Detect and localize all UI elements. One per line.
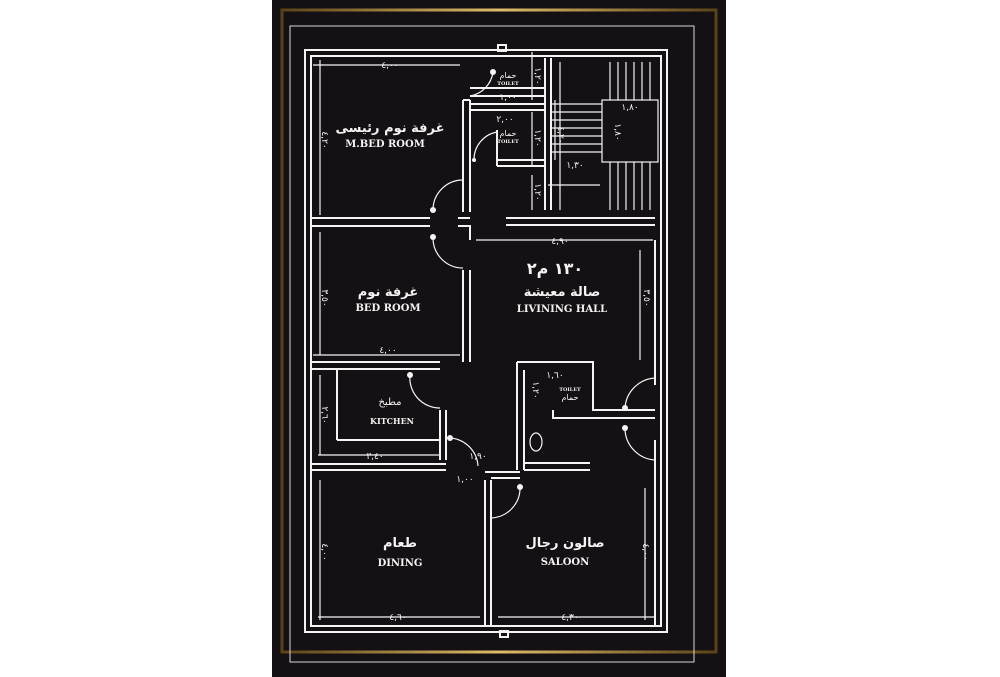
dim-label: ١,٩٠	[469, 452, 486, 462]
dim-label: ١,٨٠	[612, 123, 622, 140]
room-label-ar: غرفة نوم	[358, 285, 418, 300]
room-label: BED ROOM	[355, 303, 420, 314]
dim-label: ٤,٢٠	[555, 126, 565, 143]
dim-label: ١,٨٠	[621, 103, 638, 113]
panel-background	[272, 0, 726, 677]
dim-label: ١,٢٠	[532, 183, 542, 200]
dim-label: ١,٦٠	[546, 371, 563, 381]
dim-label: ٤,٦٠	[389, 613, 406, 623]
dim-label: ٤,٩٠	[551, 237, 568, 247]
room-label-ar: صالة معيشة	[524, 285, 601, 300]
room-label: TOILET	[559, 387, 581, 393]
inner-frame	[289, 25, 695, 663]
room-label: DINING	[378, 558, 423, 569]
dim-label: ٤,٠٠	[319, 543, 329, 560]
room-label-ar: صالون رجال	[525, 536, 604, 551]
dim-label: ٤,٠٠	[640, 543, 650, 560]
dim-label: ١,٣٠	[566, 161, 583, 171]
dim-label: ١,٢٠	[532, 129, 542, 146]
room-label-ar: مطبخ	[378, 397, 401, 408]
room-label: LIVINING HALL	[517, 304, 607, 315]
gold-frame	[280, 8, 718, 654]
room-label: TOILET	[497, 81, 519, 87]
room-label-ar: غرفة نوم رئيسى	[335, 121, 444, 136]
room-label: TOILET	[497, 139, 519, 145]
dim-label: ٢,٦٠	[319, 406, 329, 423]
dim-label: ١,٢٠	[530, 381, 540, 398]
room-label-ar: حمام	[500, 71, 517, 80]
toilet-fixture	[529, 432, 543, 452]
interior-walls	[310, 58, 662, 626]
dim-label: ٤,٢٠	[319, 131, 329, 148]
dim-label: ٣,٤٠	[366, 452, 383, 462]
room-label-ar: حمام	[562, 393, 579, 402]
room-label: M.BED ROOM	[345, 139, 425, 150]
room-label-ar: طعام	[383, 536, 417, 551]
dim-label: ١,٢٠	[532, 67, 542, 84]
room-label: SALOON	[541, 557, 590, 568]
dim-label: ٤,٠٠	[381, 61, 398, 71]
dimension-lines	[313, 52, 655, 620]
room-label: KITCHEN	[370, 416, 414, 426]
dim-label: ٣,٥٠	[319, 289, 329, 306]
dim-label: ٤,٠٠	[379, 346, 396, 356]
dim-label: ١,٠٠	[456, 475, 473, 485]
doors	[407, 69, 656, 519]
staircase	[551, 62, 659, 210]
dim-label: ١,٠٠	[499, 93, 516, 103]
living-area: ١٣٠ م٢	[527, 259, 583, 278]
dim-label: ٢,٠٠	[496, 115, 513, 125]
dim-label: ٤,٣٠	[561, 613, 578, 623]
room-label-ar: حمام	[500, 129, 517, 138]
dim-label: ٣,٥٠	[641, 289, 651, 306]
